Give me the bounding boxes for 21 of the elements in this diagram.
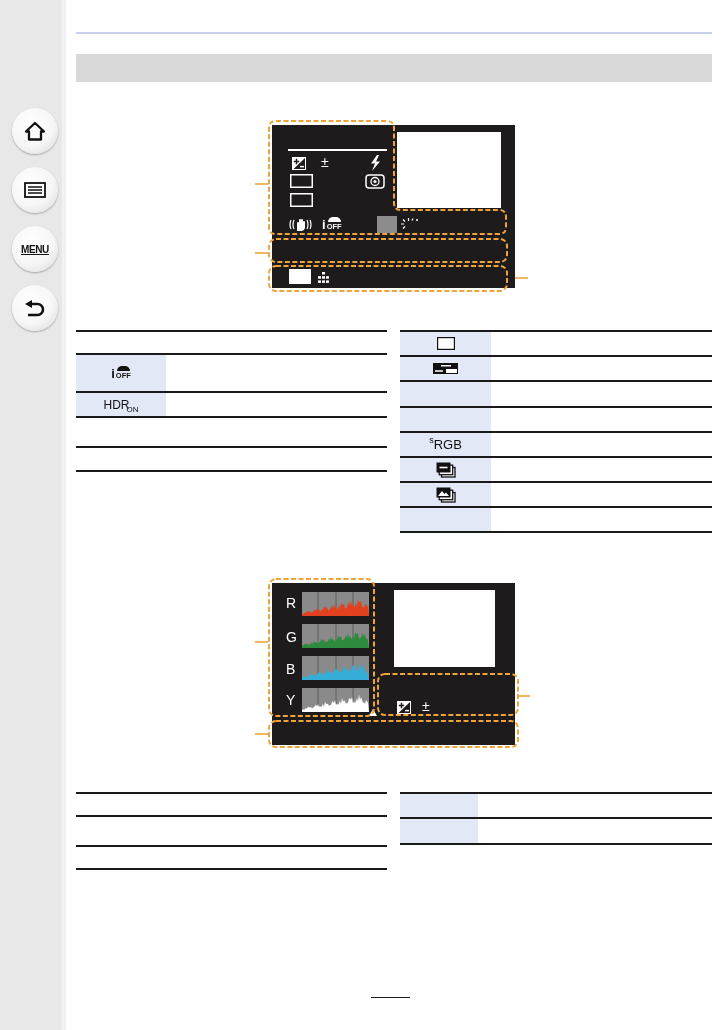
channel-letter: R: [286, 596, 297, 610]
channel-letter: Y: [286, 693, 296, 707]
leader-line: [254, 641, 269, 643]
leader-line: [254, 733, 269, 735]
leader-line: [254, 252, 269, 254]
menu-button: MENU: [12, 226, 58, 272]
heading-bar: [76, 54, 712, 82]
callout-area: [268, 238, 508, 263]
callout-area: [268, 578, 375, 717]
callout-area: [377, 673, 519, 716]
callout-area: [268, 720, 519, 748]
callout-area: [268, 120, 508, 236]
channel-letter: B: [286, 662, 296, 676]
plus-minus-text: ±: [321, 155, 329, 169]
channel-letter: G: [286, 630, 297, 644]
callout-area: [268, 265, 508, 292]
plus-minus-text: ±: [422, 699, 430, 713]
setting-label: $^{s}$RGB: [429, 438, 462, 451]
leader-line: [518, 695, 531, 697]
leader-line: [254, 183, 269, 185]
setting-label: HDR$_{ON}$: [103, 398, 139, 411]
